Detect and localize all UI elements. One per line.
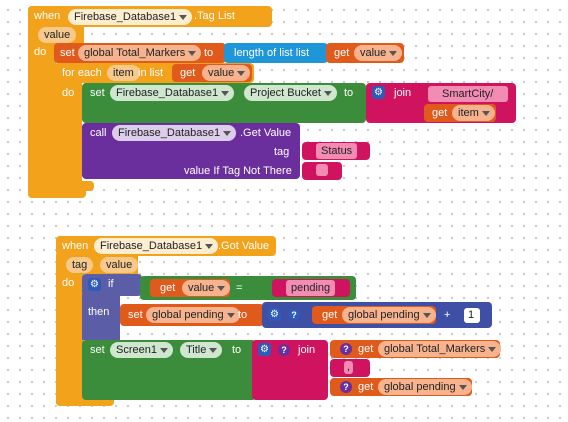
component-dropdown[interactable]: Firebase_Database1 [68, 9, 193, 25]
when-label: when [34, 10, 61, 22]
comma-string[interactable]: , [344, 361, 354, 374]
event-block-tag-list[interactable]: when Firebase_Database1 .Tag List value … [28, 6, 272, 198]
tag-string-block[interactable]: Status [302, 142, 370, 160]
get-var-dropdown[interactable]: global Total_Markers [378, 341, 502, 357]
gear-icon[interactable]: ⚙ [88, 278, 101, 291]
join-block-2[interactable]: ⚙ ? join [252, 340, 328, 400]
screen-dropdown[interactable]: Screen1 [110, 342, 173, 358]
event-name-label: .Tag List [194, 10, 235, 22]
var-dropdown[interactable]: global Total_Markers [78, 45, 202, 61]
empty-string[interactable] [316, 164, 328, 176]
set-project-bucket-block[interactable]: set Firebase_Database1 Project Bucket to [82, 83, 366, 123]
get-label: get [358, 381, 374, 393]
length-of-list-block[interactable]: length of list list [224, 43, 328, 63]
help-icon: ? [340, 381, 352, 393]
get-var-dropdown[interactable]: global pending [342, 307, 436, 323]
set-screen-title-block[interactable]: set Screen1 Title to [82, 340, 256, 400]
get-var-dropdown[interactable]: item [452, 105, 495, 121]
gear-icon[interactable]: ⚙ [268, 308, 281, 321]
get-label: get [160, 282, 176, 294]
to-label: to [238, 309, 248, 321]
property-dropdown[interactable]: Title [180, 342, 223, 358]
gear-icon[interactable]: ⚙ [372, 86, 385, 99]
get-value-block-2[interactable]: get value [172, 64, 252, 82]
set-label: set [128, 309, 143, 321]
when-label: when [62, 240, 89, 252]
set-label: set [90, 87, 105, 99]
number-field[interactable]: 1 [464, 308, 480, 323]
then-label: then [88, 306, 110, 318]
component-dropdown[interactable]: Firebase_Database1 [110, 85, 235, 101]
param-tag[interactable]: tag [66, 257, 94, 273]
in-list-label: in list [138, 67, 164, 79]
do-label: do [34, 46, 47, 58]
tag-label: tag [274, 146, 290, 158]
plus-label: + [444, 309, 451, 321]
pending-string[interactable]: pending [286, 280, 336, 296]
event-block-got-value[interactable]: when Firebase_Database1 .Got Value tag v… [56, 236, 276, 406]
pending-string-block[interactable]: pending [272, 279, 350, 297]
get-total-markers-block[interactable]: ? get global Total_Markers [330, 340, 502, 358]
get-item-block[interactable]: get item [424, 104, 496, 122]
help-icon: ? [278, 344, 290, 356]
property-dropdown[interactable]: Project Bucket [244, 85, 337, 101]
comma-string-block[interactable]: , [330, 359, 370, 377]
to-label: to [232, 344, 242, 356]
join-string[interactable]: SmartCity/ [428, 86, 508, 102]
to-label: to [344, 87, 354, 99]
get-value-block[interactable]: get value [150, 279, 231, 297]
do-label: do [62, 277, 75, 289]
component-dropdown[interactable]: Firebase_Database1 [112, 125, 237, 141]
help-icon: ? [288, 309, 300, 321]
get-pending-block-2[interactable]: ? get global pending [330, 378, 472, 396]
get-label: get [432, 107, 448, 119]
for-each-label: for each [62, 67, 102, 79]
call-label: call [90, 127, 107, 139]
call-get-value-block[interactable]: call Firebase_Database1 .Get Value tag v… [82, 123, 300, 179]
set-label: set [90, 344, 105, 356]
to-label: to [204, 47, 214, 59]
if-label: if [108, 278, 114, 290]
get-label: get [334, 47, 350, 59]
do-label-2: do [62, 87, 75, 99]
get-var-dropdown[interactable]: value [354, 45, 403, 61]
get-var-dropdown[interactable]: global pending [378, 379, 472, 395]
gear-icon[interactable]: ⚙ [258, 343, 271, 356]
get-label: get [322, 309, 338, 321]
value-if-label: value If Tag Not There [184, 165, 292, 177]
tag-string[interactable]: Status [316, 143, 358, 159]
get-label: get [180, 67, 196, 79]
if-block[interactable]: ⚙ if then [82, 274, 142, 342]
get-label: get [358, 343, 374, 355]
component-dropdown[interactable]: Firebase_Database1 [94, 238, 219, 254]
item-param[interactable]: item [107, 65, 140, 81]
set-pending-block[interactable]: set global pending to [120, 304, 264, 326]
set-label: set [60, 47, 75, 59]
get-var-dropdown[interactable]: value [182, 280, 231, 296]
empty-string-block[interactable] [302, 162, 342, 180]
get-var-dropdown[interactable]: value [202, 65, 251, 81]
join-label: join [298, 344, 316, 356]
eq-label: = [236, 282, 243, 294]
join-label: join [394, 87, 412, 99]
var-dropdown[interactable]: global pending [146, 307, 240, 323]
method-label: .Get Value [240, 127, 292, 139]
param-value[interactable]: value [38, 27, 77, 43]
get-value-block[interactable]: get value [326, 43, 404, 63]
help-icon: ? [340, 343, 352, 355]
param-value[interactable]: value [100, 257, 139, 273]
event-name-label: .Got Value [218, 240, 270, 252]
length-label: length of list list [234, 47, 310, 59]
get-pending-block[interactable]: get global pending [312, 306, 436, 324]
set-total-markers-block[interactable]: set global Total_Markers to [54, 43, 226, 63]
